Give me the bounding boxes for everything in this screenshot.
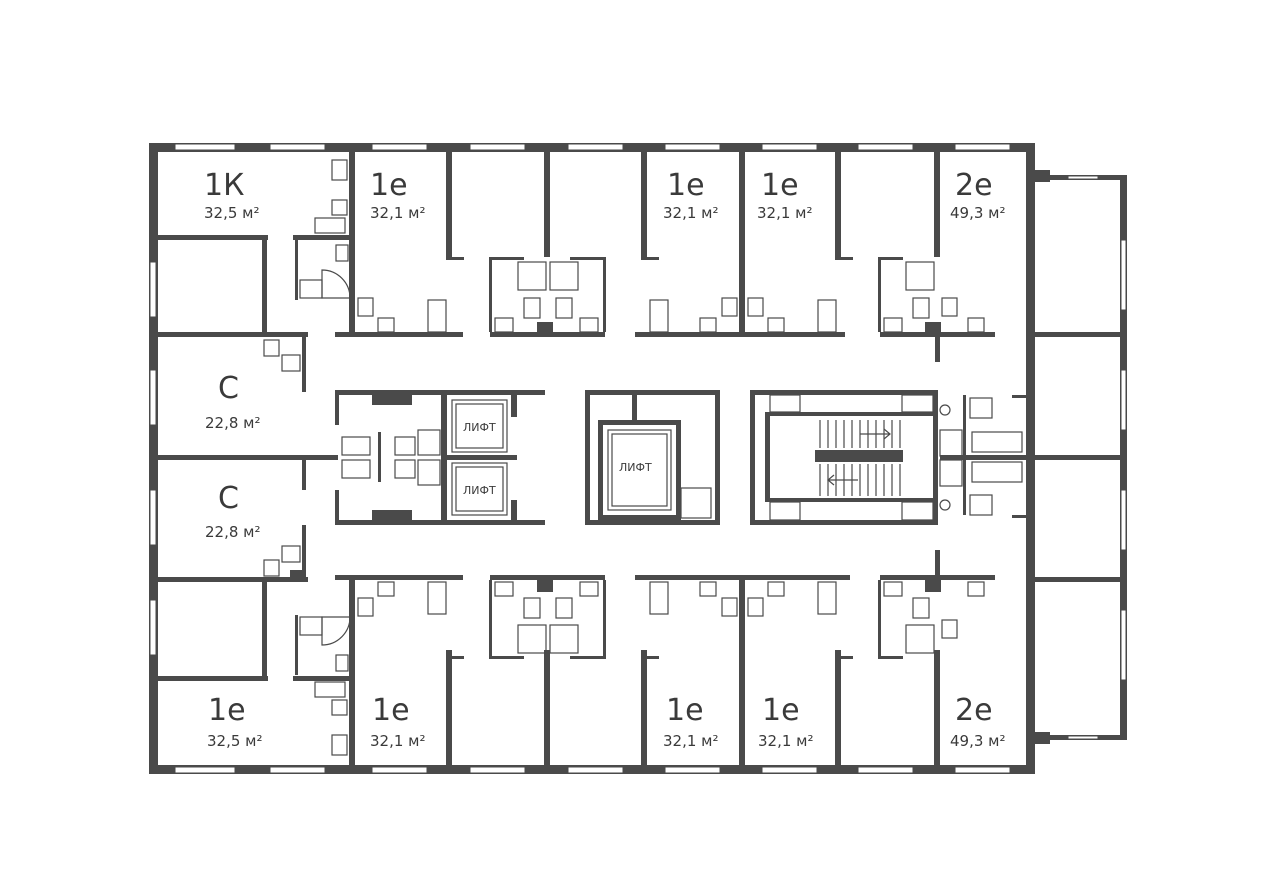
unit-7: С 22,8 м² xyxy=(205,481,261,541)
unit-9: 1е 32,1 м² xyxy=(370,693,426,750)
unit-area: 22,8 м² xyxy=(205,523,261,541)
core xyxy=(335,390,1032,525)
unit-10: 1е 32,1 м² xyxy=(663,693,719,750)
unit-labels: 1К 32,5 м² 1е 32,1 м² 1е 32,1 м² 1е 32,1… xyxy=(204,168,1006,750)
unit-area: 32,1 м² xyxy=(663,204,719,222)
unit-code: 2е xyxy=(955,693,993,728)
unit-area: 32,1 м² xyxy=(758,732,814,750)
unit-code: 1К xyxy=(204,168,244,203)
unit-5: 2е 49,3 м² xyxy=(950,168,1006,222)
unit-code: 1е xyxy=(667,168,705,203)
lift-labels: ЛИФТ ЛИФТ ЛИФТ xyxy=(463,421,652,497)
fixtures xyxy=(263,159,985,756)
unit-8: 1е 32,5 м² xyxy=(207,693,263,750)
unit-1: 1К 32,5 м² xyxy=(204,168,260,222)
lift-label: ЛИФТ xyxy=(463,421,496,434)
unit-4: 1е 32,1 м² xyxy=(757,168,813,222)
unit-code: 1е xyxy=(372,693,410,728)
unit-area: 32,5 м² xyxy=(207,732,263,750)
unit-area: 32,5 м² xyxy=(204,204,260,222)
unit-6: С 22,8 м² xyxy=(205,371,261,432)
unit-code: 1е xyxy=(370,168,408,203)
unit-12: 2е 49,3 м² xyxy=(950,693,1006,750)
lift-label: ЛИФТ xyxy=(463,484,496,497)
unit-11: 1е 32,1 м² xyxy=(758,693,814,750)
unit-3: 1е 32,1 м² xyxy=(663,168,719,222)
windows xyxy=(149,143,1127,774)
partitions xyxy=(158,152,1122,765)
unit-area: 49,3 м² xyxy=(950,732,1006,750)
unit-code: 1е xyxy=(666,693,704,728)
unit-area: 22,8 м² xyxy=(205,414,261,432)
unit-code: 1е xyxy=(208,693,246,728)
unit-area: 32,1 м² xyxy=(370,204,426,222)
unit-area: 49,3 м² xyxy=(950,204,1006,222)
unit-2: 1е 32,1 м² xyxy=(370,168,426,222)
lift-label: ЛИФТ xyxy=(619,461,652,474)
unit-code: 1е xyxy=(761,168,799,203)
unit-code: 2е xyxy=(955,168,993,203)
unit-area: 32,1 м² xyxy=(757,204,813,222)
unit-code: С xyxy=(218,371,239,406)
unit-code: С xyxy=(218,481,239,516)
unit-code: 1е xyxy=(762,693,800,728)
unit-area: 32,1 м² xyxy=(370,732,426,750)
unit-area: 32,1 м² xyxy=(663,732,719,750)
